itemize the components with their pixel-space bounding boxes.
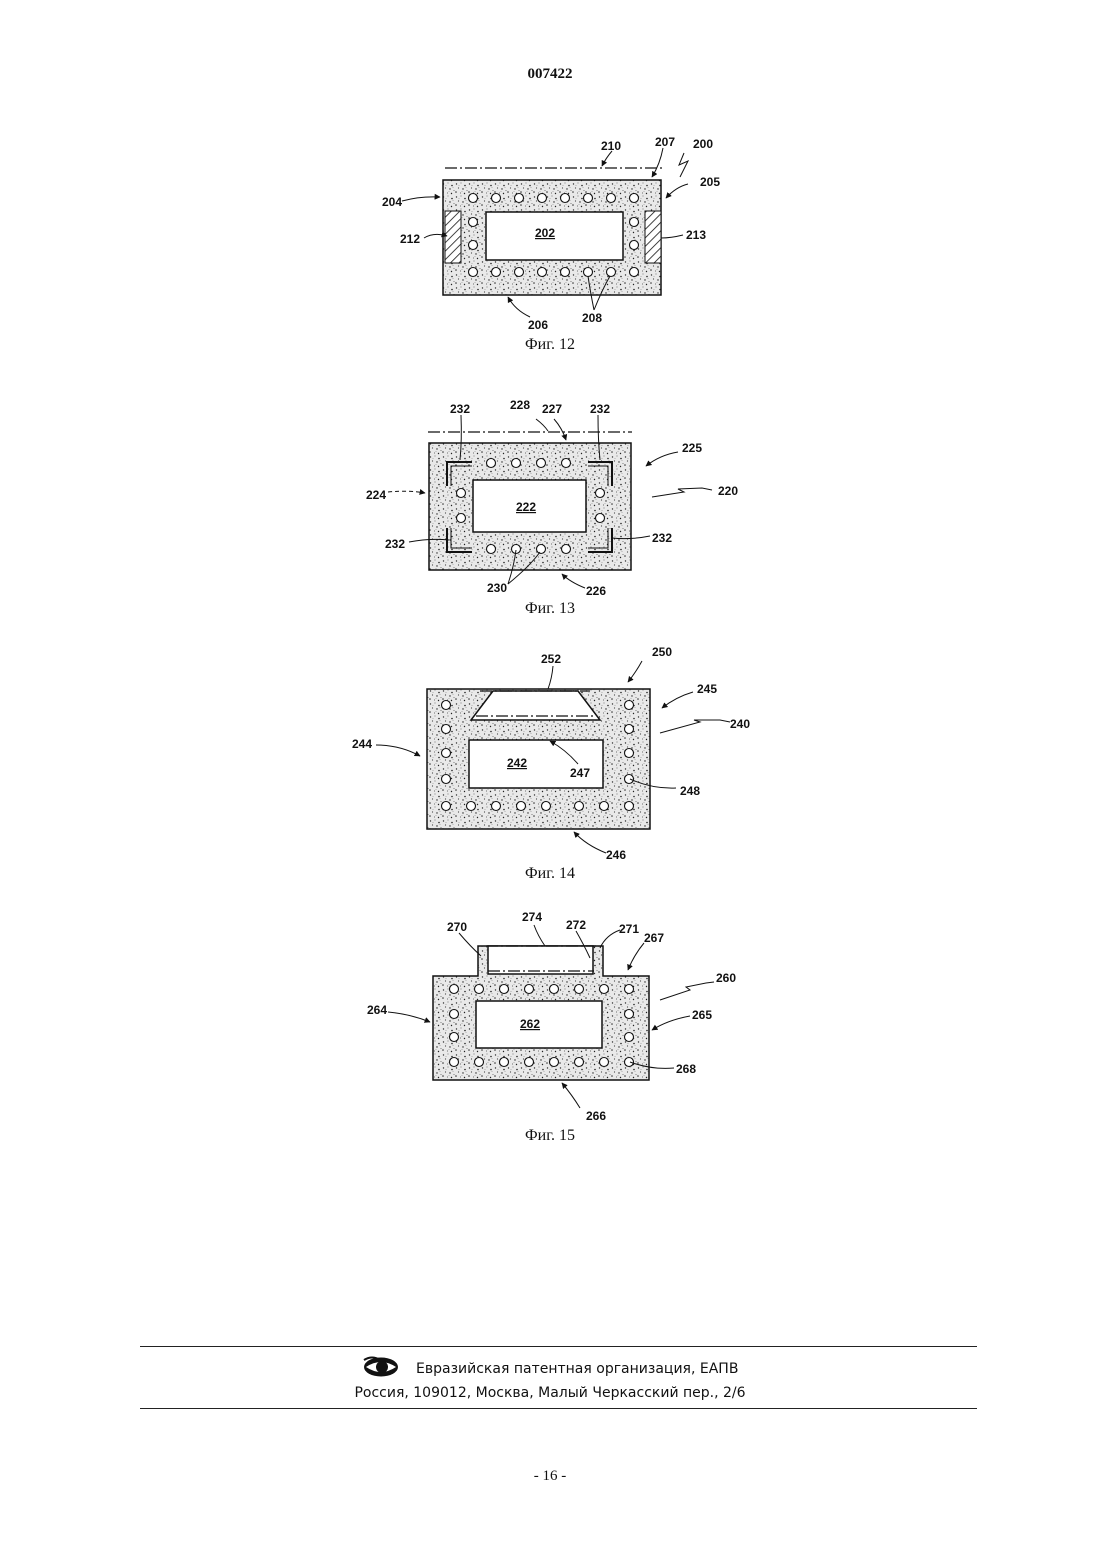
label-272: 272: [566, 918, 586, 932]
footer-organization-line: Евразийская патентная организация, ЕАПВ: [0, 1356, 1100, 1382]
label-246: 246: [606, 848, 626, 862]
label-202: 202: [535, 226, 555, 240]
figure-12: 210 207 200 205 204 212 213 202 206 208 …: [0, 120, 1100, 360]
label-274: 274: [522, 910, 542, 924]
organization-address: Россия, 109012, Москва, Малый Черкасский…: [0, 1385, 1100, 1401]
label-252: 252: [541, 652, 561, 666]
label-260: 260: [716, 971, 736, 985]
top-recess-272: [488, 946, 593, 974]
caption-fig-13: Фиг. 13: [525, 600, 575, 617]
label-225: 225: [682, 441, 702, 455]
label-207: 207: [655, 135, 675, 149]
label-267: 267: [644, 931, 664, 945]
caption-fig-12: Фиг. 12: [525, 336, 575, 353]
label-244: 244: [352, 737, 372, 751]
label-226: 226: [586, 584, 606, 598]
insert-212: [445, 211, 461, 263]
label-228: 228: [510, 398, 530, 412]
label-227: 227: [542, 402, 562, 416]
label-208: 208: [582, 311, 602, 325]
label-270: 270: [447, 920, 467, 934]
label-205: 205: [700, 175, 720, 189]
label-222: 222: [516, 500, 536, 514]
footer-bottom-rule: [140, 1408, 977, 1409]
label-268: 268: [676, 1062, 696, 1076]
label-248: 248: [680, 784, 700, 798]
label-232-top-left: 232: [450, 402, 470, 416]
label-232-top-right: 232: [590, 402, 610, 416]
inner-channel: [469, 740, 603, 788]
label-264: 264: [367, 1003, 387, 1017]
eapo-logo-icon: [362, 1356, 400, 1382]
label-242: 242: [507, 756, 527, 770]
footer-top-rule: [140, 1346, 977, 1347]
label-206: 206: [528, 318, 548, 332]
label-200: 200: [693, 137, 713, 151]
label-230: 230: [487, 581, 507, 595]
label-224: 224: [366, 488, 386, 502]
label-250: 250: [652, 645, 672, 659]
label-212: 212: [400, 232, 420, 246]
organization-name: Евразийская патентная организация, ЕАПВ: [416, 1361, 738, 1377]
label-262: 262: [520, 1017, 540, 1031]
caption-fig-15: Фиг. 15: [525, 1127, 575, 1144]
figure-15: 270 274 272 271 267 260 265 264 262 268 …: [0, 905, 1100, 1145]
label-210: 210: [601, 139, 621, 153]
figure-14: 252 250 245 240 244 242 247 248 246 Фиг.…: [0, 640, 1100, 885]
label-232-bottom-right: 232: [652, 531, 672, 545]
label-245: 245: [697, 682, 717, 696]
insert-213: [645, 211, 661, 263]
caption-fig-14: Фиг. 14: [525, 865, 575, 882]
label-271: 271: [619, 922, 639, 936]
label-213: 213: [686, 228, 706, 242]
document-number: 007422: [0, 66, 1100, 83]
label-247: 247: [570, 766, 590, 780]
label-204: 204: [382, 195, 402, 209]
page-number: - 16 -: [0, 1468, 1100, 1485]
label-220: 220: [718, 484, 738, 498]
label-266: 266: [586, 1109, 606, 1123]
label-240: 240: [730, 717, 750, 731]
label-232-bottom-left: 232: [385, 537, 405, 551]
figure-13: 232 228 227 232 225 220 224 222 232 232 …: [0, 390, 1100, 620]
label-265: 265: [692, 1008, 712, 1022]
